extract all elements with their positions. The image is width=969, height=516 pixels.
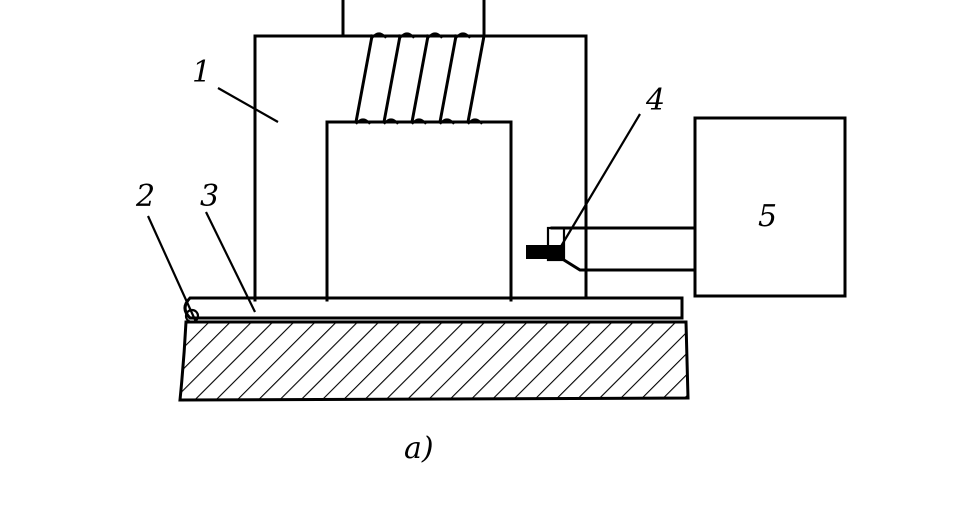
label-3: 3: [200, 179, 219, 214]
wire-bottom: [561, 257, 697, 272]
coating-edge-marker: [184, 308, 200, 324]
measuring-instrument: [693, 116, 847, 298]
figure-caption: a): [404, 431, 434, 466]
base-metal: [178, 320, 690, 402]
leader-1: [217, 87, 279, 123]
magnet-core-outer: [253, 34, 588, 302]
leader-4: [559, 113, 641, 249]
label-4: 4: [645, 83, 665, 118]
leader-2: [146, 215, 198, 323]
coating-layer: [183, 296, 684, 320]
label-2: 2: [135, 179, 155, 214]
magnet-core-inner: [325, 120, 513, 302]
label-5: 5: [758, 199, 777, 234]
sensor-element: [526, 245, 564, 259]
coil-windings: [354, 32, 486, 125]
leader-3: [205, 211, 256, 313]
label-1: 1: [192, 55, 211, 90]
